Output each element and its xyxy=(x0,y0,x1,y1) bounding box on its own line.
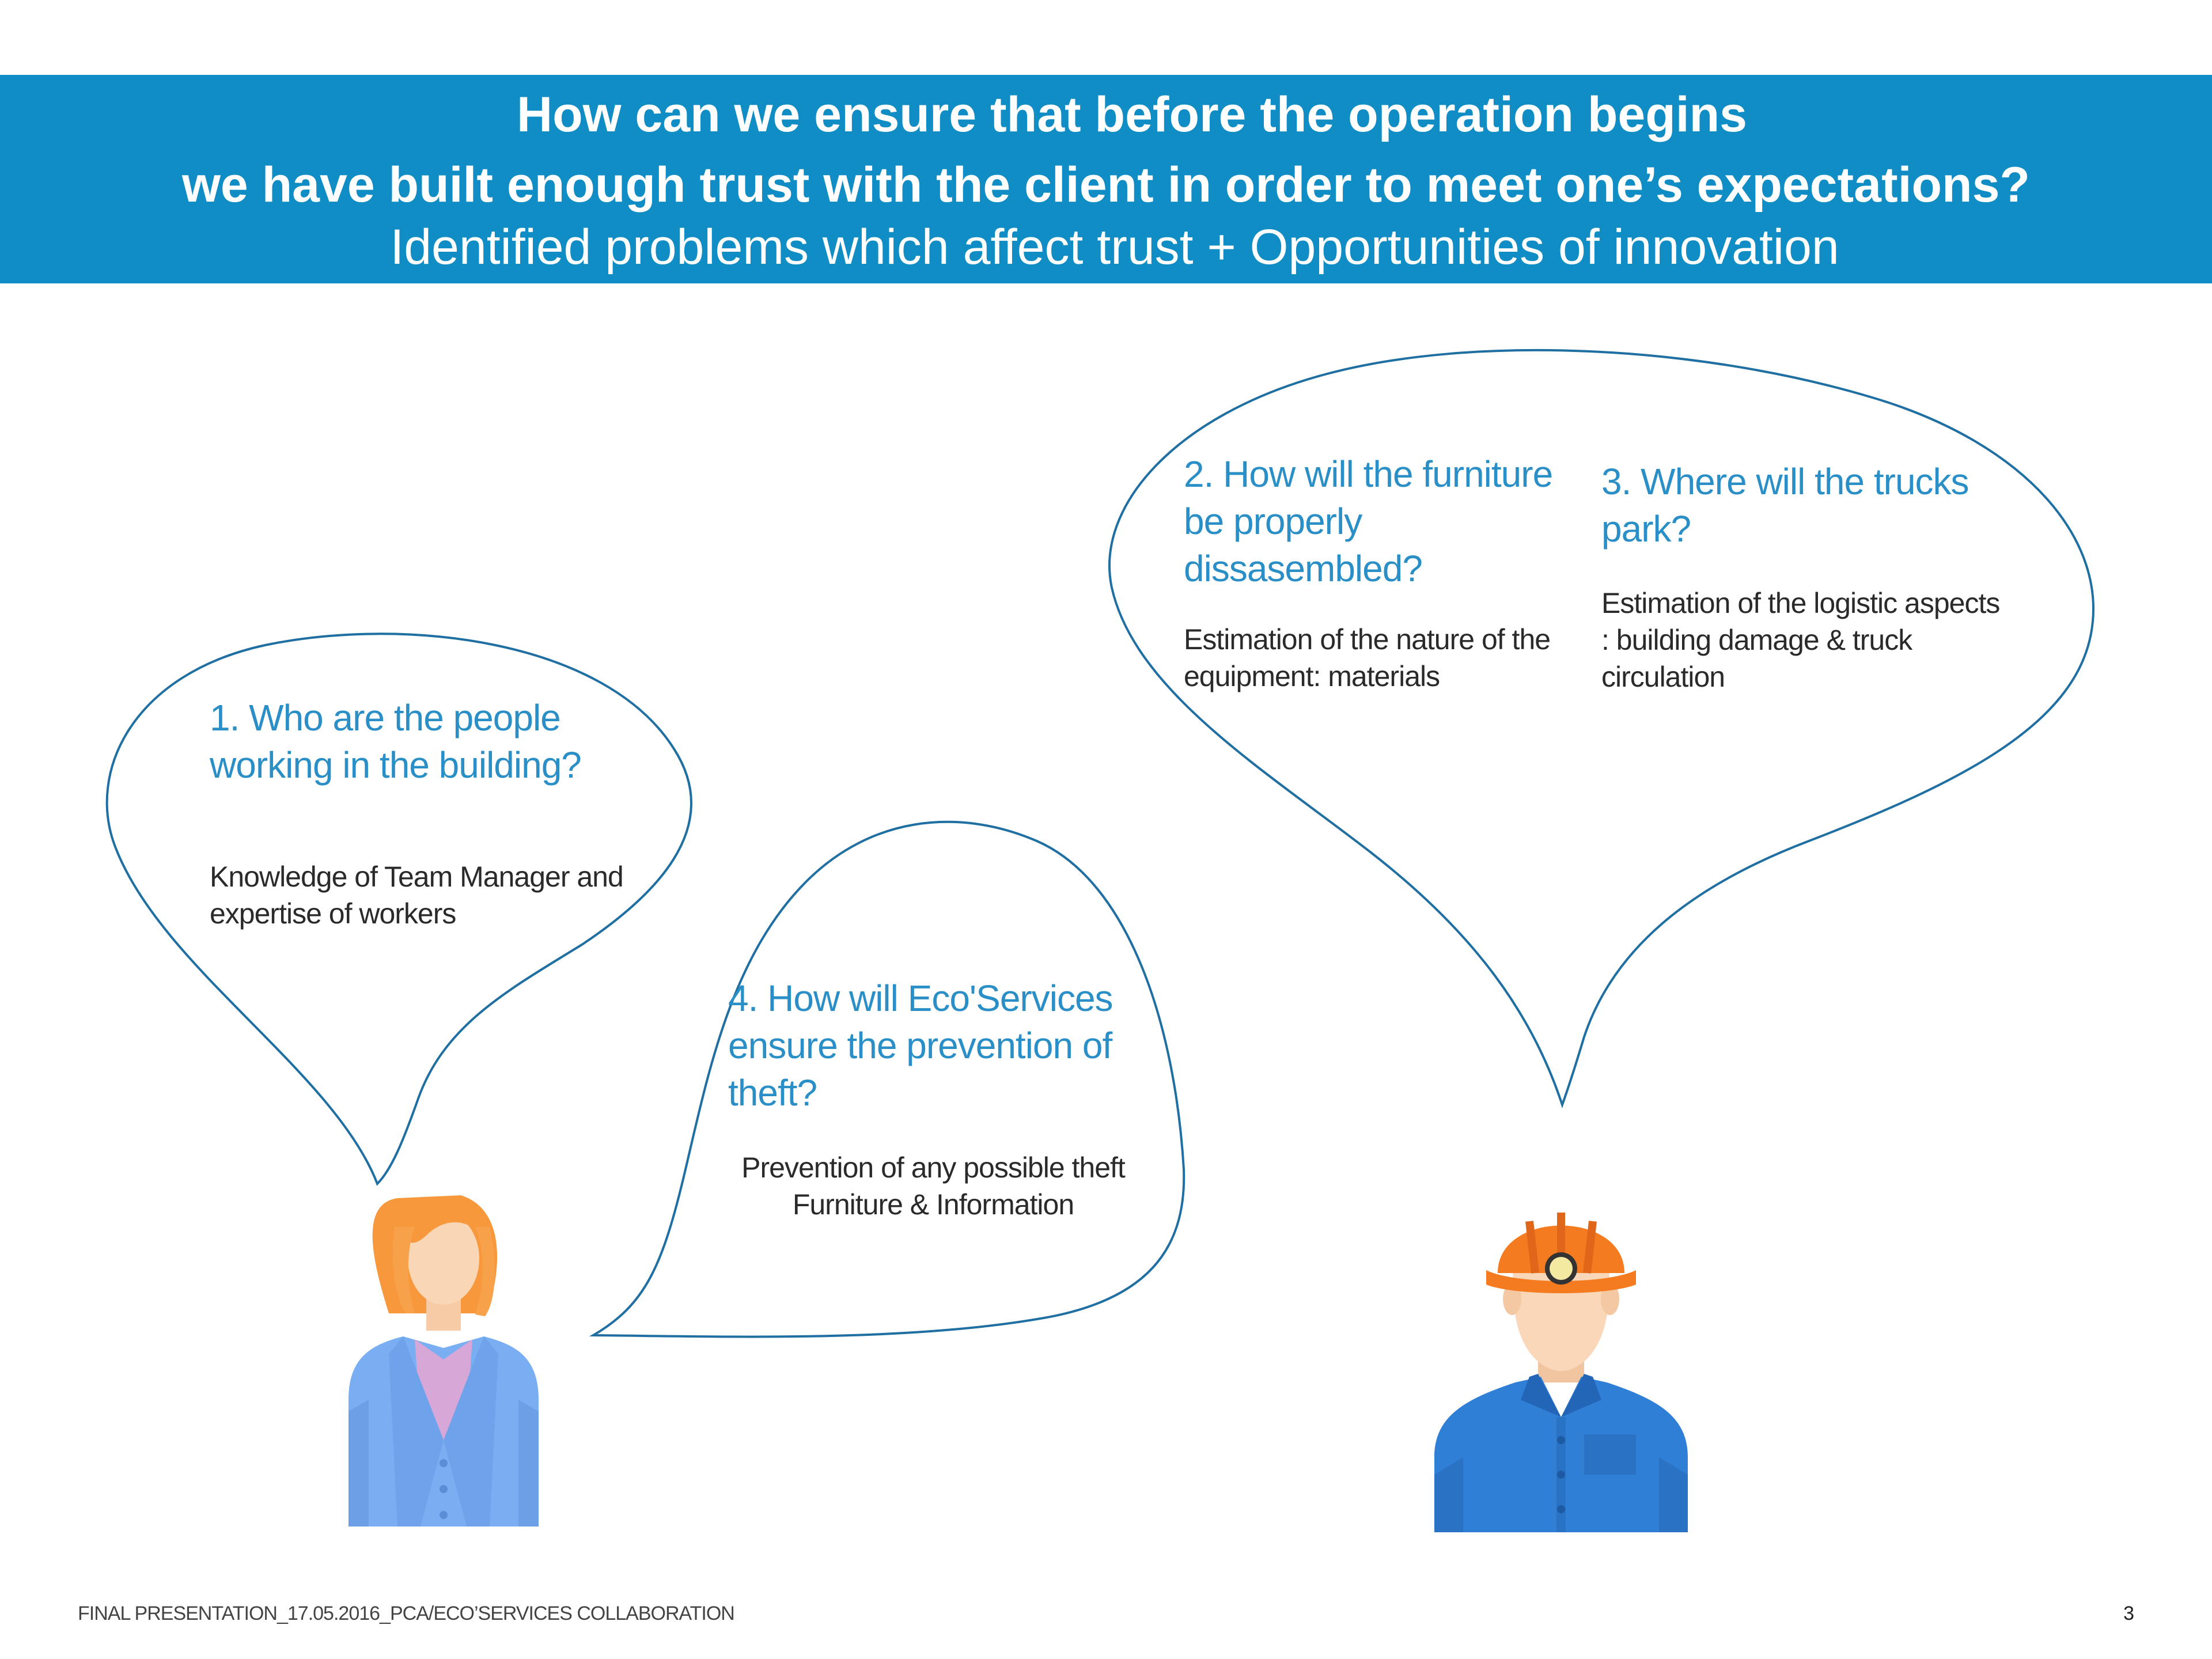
bubble-3-question: 3. Where will the trucks park? xyxy=(1601,461,1969,550)
bubble-3-answer: Estimation of the logistic aspects : bui… xyxy=(1601,587,2000,693)
bubble-4-question: 4. How will Eco'Services ensure the prev… xyxy=(728,978,1113,1113)
subtitle: Identified problems which affect trust +… xyxy=(390,219,1839,275)
construction-worker-icon xyxy=(1434,1213,1688,1532)
speech-bubble-2-3 xyxy=(1108,349,2094,1109)
bubble-4-answer: Prevention of any possible theft Furnitu… xyxy=(709,1149,1158,1223)
bubble-1-answer: Knowledge of Team Manager and expertise … xyxy=(210,861,624,930)
speech-bubble-4 xyxy=(589,820,1185,1338)
bubble-2-question: 2. How will the furniture be properly di… xyxy=(1184,453,1553,589)
page-number: 3 xyxy=(2123,1603,2134,1624)
speech-bubble-1 xyxy=(105,632,692,1186)
bubble-1-question: 1. Who are the people working in the bui… xyxy=(210,697,582,786)
title-line-1: How can we ensure that before the operat… xyxy=(516,87,1748,142)
bubble-2-answer: Estimation of the nature of the equipmen… xyxy=(1184,623,1551,692)
bubble-4-answer-line-2: Furniture & Information xyxy=(792,1188,1074,1221)
bubble-4-answer-line-1: Prevention of any possible theft xyxy=(741,1152,1126,1184)
title-line-2: we have built enough trust with the clie… xyxy=(182,157,2030,213)
footer-text: FINAL PRESENTATION_17.05.2016_PCA/ECO’SE… xyxy=(78,1603,735,1624)
header-banner xyxy=(0,75,2212,283)
office-woman-icon xyxy=(349,1195,539,1527)
